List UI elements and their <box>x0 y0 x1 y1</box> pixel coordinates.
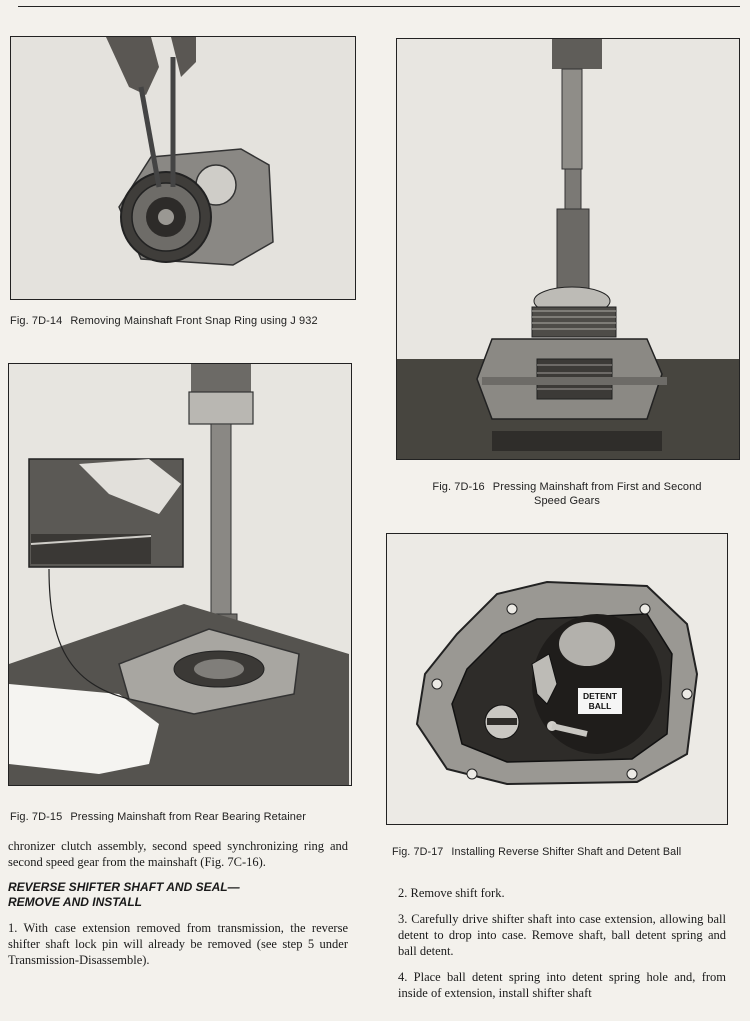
right-column-text: 2. Remove shift fork. 3. Carefully drive… <box>398 885 726 1011</box>
paragraph-step-4: 4. Place ball detent spring into detent … <box>398 970 726 1000</box>
section-heading-line-2: REMOVE AND INSTALL <box>8 895 142 909</box>
figure-7d-16-caption: Fig. 7D-16 Pressing Mainshaft from First … <box>396 480 738 508</box>
paragraph-step-1: 1. With case extension removed from tran… <box>8 921 348 967</box>
figure-7d-17-photo: DETENT BALL <box>386 533 728 825</box>
figure-7d-15-photo <box>8 363 352 786</box>
figure-caption-text: Pressing Mainshaft from Rear Bearing Ret… <box>70 811 306 823</box>
callout-line-2: BALL <box>588 701 612 711</box>
section-heading: REVERSE SHIFTER SHAFT AND SEAL— REMOVE A… <box>8 880 348 910</box>
figure-7d-16-photo <box>396 38 740 460</box>
callout-line-1: DETENT <box>583 691 617 701</box>
figure-7d-17-caption: Fig. 7D-17 Installing Reverse Shifter Sha… <box>392 845 742 859</box>
paragraph-step-3: 3. Carefully drive shifter shaft into ca… <box>398 912 726 958</box>
figure-caption-text: Pressing Mainshaft from First and Second <box>492 481 702 493</box>
figure-caption-line-2: Speed Gears <box>534 495 600 507</box>
figure-label: Fig. 7D-15 <box>10 811 63 823</box>
figure-7d-15-caption: Fig. 7D-15 Pressing Mainshaft from Rear B… <box>10 810 370 824</box>
detent-ball-callout: DETENT BALL <box>578 688 622 714</box>
section-heading-line-1: REVERSE SHIFTER SHAFT AND SEAL— <box>8 880 240 894</box>
figure-caption-line-1: Fig. 7D-16 Pressing Mainshaft from First … <box>396 480 738 494</box>
left-column-text: chronizer clutch assembly, second speed … <box>8 838 348 978</box>
figure-label: Fig. 7D-16 <box>432 481 485 493</box>
figure-caption-text: Removing Mainshaft Front Snap Ring using… <box>70 315 318 327</box>
paragraph-synchronizer: chronizer clutch assembly, second speed … <box>8 839 348 869</box>
page-top-rule <box>18 6 740 7</box>
figure-7d-14-photo <box>10 36 356 300</box>
figure-label: Fig. 7D-17 <box>392 846 444 858</box>
figure-7d-14-caption: Fig. 7D-14 Removing Mainshaft Front Snap … <box>10 314 370 328</box>
paragraph-step-2: 2. Remove shift fork. <box>398 886 505 900</box>
figure-caption-text: Installing Reverse Shifter Shaft and Det… <box>451 846 682 858</box>
figure-label: Fig. 7D-14 <box>10 315 63 327</box>
